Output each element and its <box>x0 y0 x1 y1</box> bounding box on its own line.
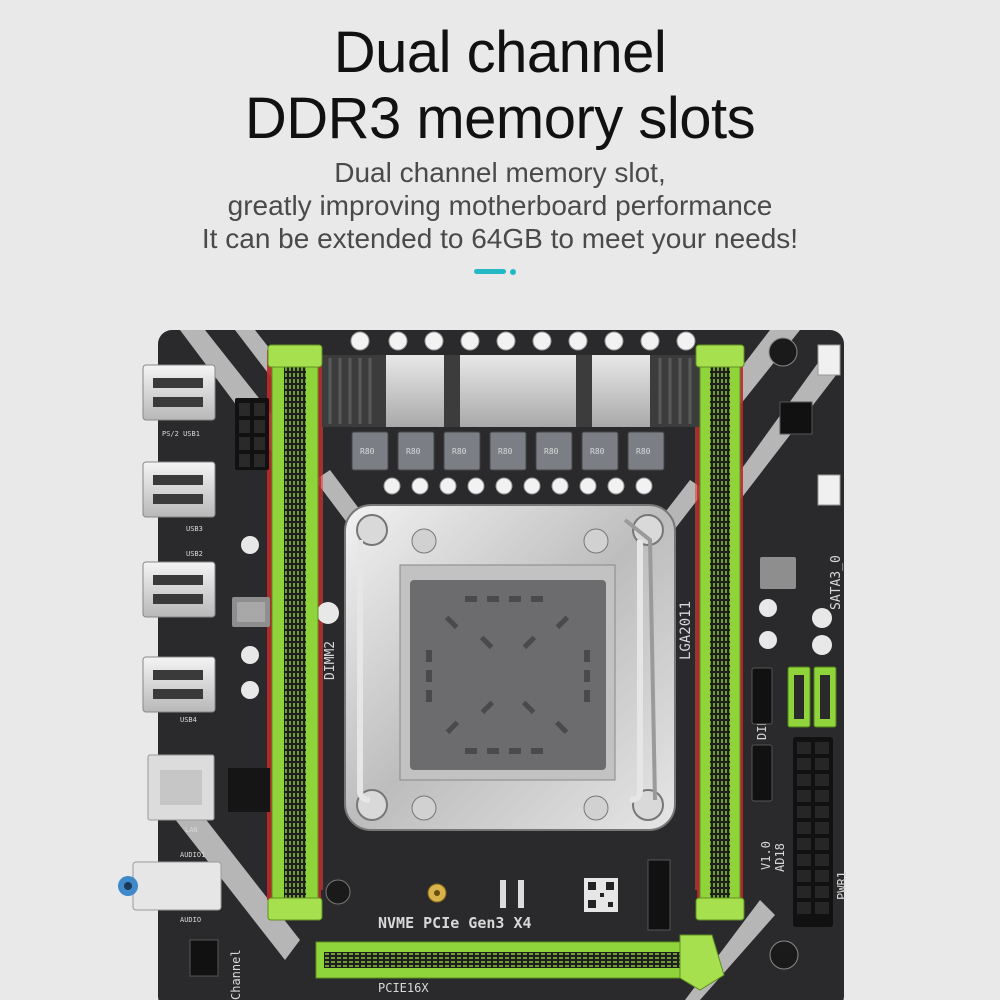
accent-divider <box>474 269 506 274</box>
label-lan: LAN <box>185 826 198 834</box>
label-usb2: USB2 <box>186 550 203 558</box>
choke-label-4: R80 <box>498 447 513 456</box>
choke-label-5: R80 <box>544 447 559 456</box>
vrm-heatsink <box>322 355 700 427</box>
right-components <box>759 337 841 655</box>
mount-hole <box>769 940 799 970</box>
subtitle-line-2: greatly improving motherboard performanc… <box>227 190 773 221</box>
usb-port-stack-2 <box>142 461 216 518</box>
sata-ports <box>751 666 837 802</box>
label-dimm-left: DIMM2 <box>323 641 338 680</box>
rear-io: PS/2 USB1 USB3 USB2 USB4 LAN AUDIO1 AUDI… <box>118 364 222 924</box>
usb-port-stack-3 <box>142 561 216 618</box>
vrm-capacitor-row <box>350 331 696 351</box>
label-model: AD18 <box>773 843 787 872</box>
label-audio1: AUDIO1 <box>180 851 205 859</box>
label-pcie: PCIE16X <box>378 981 429 995</box>
label-socket: LGA2011 <box>678 601 694 660</box>
accent-dot <box>510 269 516 275</box>
bottom-components <box>189 859 671 977</box>
cpu-socket <box>344 504 676 831</box>
usb-port-stack-1 <box>142 364 216 421</box>
capacitors-left <box>241 536 351 905</box>
label-channel: Channel <box>229 949 243 1000</box>
label-ps2-usb: PS/2 USB1 <box>162 430 200 438</box>
dimm-slot-left <box>267 344 323 921</box>
subtitle-line-3: It can be extended to 64GB to meet your … <box>201 223 799 254</box>
label-usb3: USB3 <box>186 525 203 533</box>
pcie-x16-slot <box>315 934 725 991</box>
choke-label-1: R80 <box>360 447 375 456</box>
lan-port <box>147 754 215 821</box>
label-usb4: USB4 <box>180 716 197 724</box>
choke-label-2: R80 <box>406 447 421 456</box>
choke-label-6: R80 <box>590 447 605 456</box>
dimm-slot-right <box>695 344 745 921</box>
motherboard-photo: PS/2 USB1 USB3 USB2 USB4 LAN AUDIO1 AUDI… <box>0 300 1000 1000</box>
lan-chip <box>228 768 270 812</box>
choke-label-3: R80 <box>452 447 467 456</box>
power-connector-cpu <box>235 398 269 470</box>
headline-line-1: Dual channel <box>333 20 667 85</box>
subtitle-line-1: Dual channel memory slot, <box>334 157 666 188</box>
label-nvme: NVME PCIe Gen3 X4 <box>378 914 532 932</box>
label-version: V1.0 <box>759 841 773 870</box>
headline-line-2: DDR3 memory slots <box>244 86 756 151</box>
choke-small <box>232 597 270 627</box>
audio-jack <box>118 861 222 911</box>
label-power: PWR1 <box>835 871 849 900</box>
label-sata: SATA3_0 <box>829 555 844 610</box>
vrm-capacitor-row-lower <box>383 477 653 495</box>
vrm-chokes: R80 R80 R80 R80 R80 R80 R80 <box>351 431 665 471</box>
usb-port-stack-4 <box>142 656 216 713</box>
label-audio: AUDIO <box>180 916 201 924</box>
atx-power-connector <box>793 737 833 927</box>
choke-label-7: R80 <box>636 447 651 456</box>
